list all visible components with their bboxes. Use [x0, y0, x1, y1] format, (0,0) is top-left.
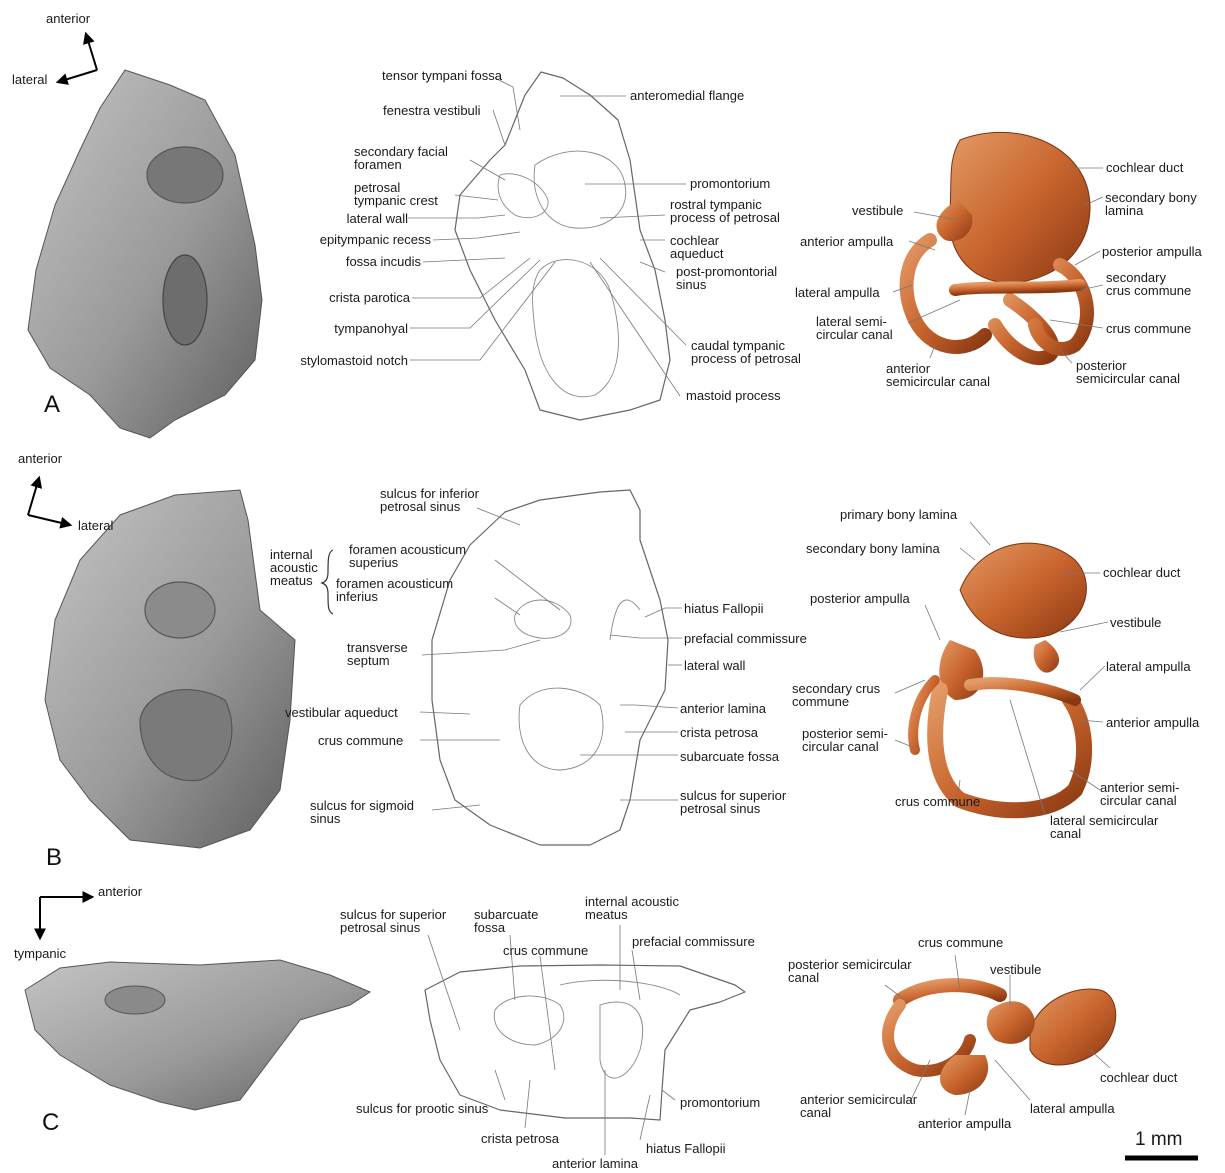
label-a-18: anterior ampulla — [800, 234, 894, 249]
label-c-16: lateral ampulla — [1030, 1101, 1115, 1116]
panel-c: C 1 mm — [25, 897, 1198, 1158]
scale-bar: 1 mm — [1125, 1129, 1198, 1158]
bone-render-c — [25, 960, 370, 1110]
labyrinth-render-c — [888, 985, 1116, 1095]
labyrinth-render-a — [907, 132, 1090, 358]
panel-letter-a: A — [44, 391, 60, 418]
scale-bar-label: 1 mm — [1135, 1129, 1183, 1150]
compass-label-c-0: anterior — [98, 884, 143, 899]
label-a-24: posterior ampulla — [1102, 244, 1202, 259]
label-b-6: crus commune — [318, 733, 403, 748]
label-a-22: cochlear duct — [1106, 160, 1184, 175]
bone-render-a — [28, 70, 262, 438]
label-c-4: prefacial commissure — [632, 934, 755, 949]
compass-c — [40, 897, 92, 938]
label-a-10: anteromedial flange — [630, 88, 744, 103]
label-a-16: mastoid process — [686, 388, 781, 403]
compass-b — [28, 478, 70, 525]
label-c-6: crista petrosa — [481, 1131, 560, 1146]
label-a-26: crus commune — [1106, 321, 1191, 336]
compass-label-c-1: tympanic — [14, 946, 67, 961]
label-c-7: anterior lamina — [552, 1156, 639, 1171]
label-c-13: cochlear duct — [1100, 1070, 1178, 1085]
label-a-17: vestibule — [852, 203, 903, 218]
label-c-2: crus commune — [503, 943, 588, 958]
label-b-10: lateral wall — [684, 658, 746, 673]
label-b-19: vestibule — [1110, 615, 1161, 630]
labyrinth-render-b — [913, 543, 1086, 810]
bone-render-b — [45, 490, 295, 848]
label-b-11: anterior lamina — [680, 701, 767, 716]
compass-a — [58, 34, 97, 82]
label-a-9: stylomastoid notch — [300, 353, 408, 368]
label-a-6: fossa incudis — [346, 254, 422, 269]
label-b-12: crista petrosa — [680, 725, 759, 740]
label-c-15: anterior ampulla — [918, 1116, 1012, 1131]
label-a-1: fenestra vestibuli — [383, 103, 481, 118]
label-c-8: hiatus Fallopii — [646, 1141, 726, 1156]
label-b-16: secondary bony lamina — [806, 541, 940, 556]
label-a-7: crista parotica — [329, 290, 411, 305]
label-b-13: subarcuate fossa — [680, 749, 780, 764]
label-b-5: vestibular aqueduct — [285, 705, 398, 720]
label-b-23: anterior ampulla — [1106, 715, 1200, 730]
label-c-14: anterior semicircularcanal — [800, 1092, 918, 1120]
label-b-24: crus commune — [895, 794, 980, 809]
label-b-17: cochlear duct — [1103, 565, 1181, 580]
compass-label-b-1: lateral — [78, 518, 114, 533]
label-a-0: tensor tympani fossa — [382, 68, 503, 83]
label-b-8: hiatus Fallopii — [684, 601, 764, 616]
label-b-15: primary bony lamina — [840, 507, 958, 522]
label-b-25: anterior semi-circular canal — [1100, 780, 1179, 808]
line-drawing-a — [455, 72, 670, 420]
label-a-8: tympanohyal — [334, 321, 408, 336]
label-b-22: posterior semi-circular canal — [802, 726, 888, 754]
panel-letter-c: C — [42, 1109, 59, 1136]
label-a-11: promontorium — [690, 176, 770, 191]
label-b-18: posterior ampulla — [810, 591, 910, 606]
compass-label-a-1: lateral — [12, 72, 48, 87]
label-b-20: lateral ampulla — [1106, 659, 1191, 674]
label-a-19: lateral ampulla — [795, 285, 880, 300]
label-c-9: promontorium — [680, 1095, 760, 1110]
compass-label-a-0: anterior — [46, 11, 91, 26]
compass-label-b-0: anterior — [18, 451, 63, 466]
label-a-4: lateral wall — [347, 211, 409, 226]
line-drawing-b — [432, 490, 668, 845]
panel-b: B — [28, 478, 1108, 871]
label-b-9: prefacial commissure — [684, 631, 807, 646]
label-c-5: sulcus for prootic sinus — [356, 1101, 489, 1116]
label-a-20: lateral semi-circular canal — [816, 314, 893, 342]
label-a-5: epitympanic recess — [320, 232, 432, 247]
label-c-12: vestibule — [990, 962, 1041, 977]
label-c-10: crus commune — [918, 935, 1003, 950]
panel-letter-b: B — [46, 844, 62, 871]
